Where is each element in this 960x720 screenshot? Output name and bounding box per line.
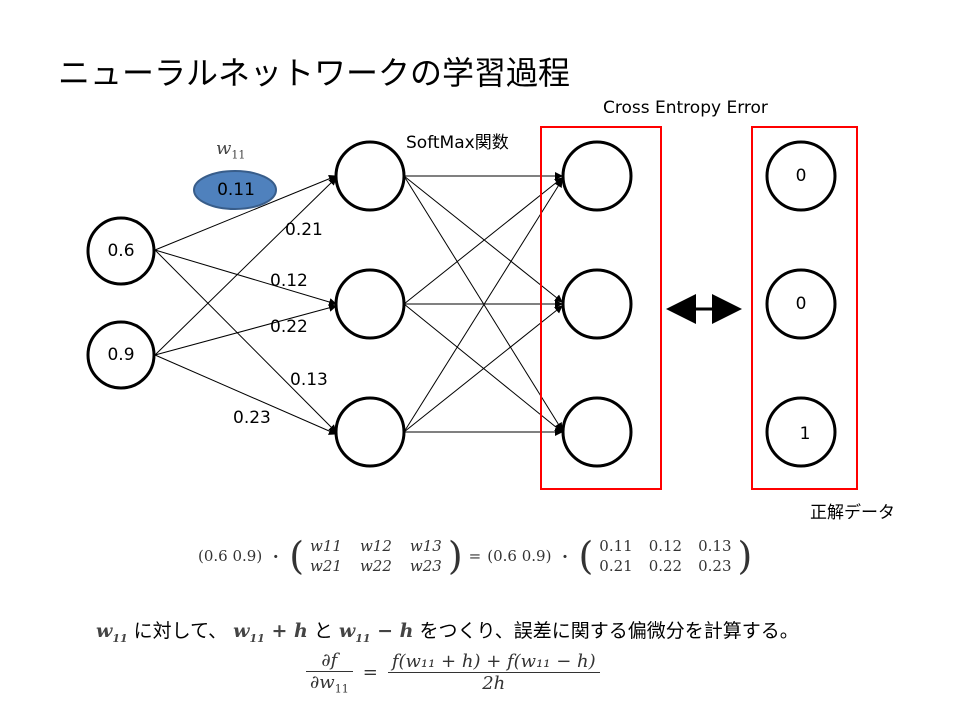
w11-symbol: w11 [216, 138, 246, 162]
edge-w13 [154, 249, 337, 433]
sentence-part-2: をつくり、誤差に関する偏微分を計算する。 [419, 620, 799, 642]
target-value-2: 0 [795, 294, 807, 314]
weight-w22: 0.22 [270, 317, 308, 337]
hidden-node-1 [334, 140, 406, 212]
derivative-rhs: f(w₁₁ + h) + f(w₁₁ − h) 2h [387, 651, 600, 694]
hidden-output-edges [403, 172, 563, 436]
bottom-sentence: w11 に対して、 w11 + h と w11 − h をつくり、誤差に関する偏… [96, 616, 799, 645]
target-node-3 [765, 396, 837, 468]
output-node-1 [561, 140, 633, 212]
input-node-1 [86, 216, 156, 286]
input-value-1: 0.6 [107, 241, 135, 261]
edge-w22 [154, 303, 337, 356]
correct-data-label: 正解データ [810, 503, 895, 523]
target-node-1 [765, 140, 837, 212]
edge-w12 [154, 249, 337, 306]
w11-highlight [193, 170, 277, 210]
input-value-2: 0.9 [107, 345, 135, 365]
derivative-formula: ∂f ∂w11 = f(w₁₁ + h) + f(w₁₁ − h) 2h [306, 650, 600, 696]
cross-entropy-label: Cross Entropy Error [603, 98, 768, 118]
weight-w12: 0.12 [270, 271, 308, 291]
eq-dot: ・ [268, 547, 284, 566]
edge-w11 [154, 174, 337, 251]
eq-equals: = [468, 547, 482, 565]
weight-w21: 0.21 [285, 220, 323, 240]
output-node-3 [561, 396, 633, 468]
derivative-lhs: ∂f ∂w11 [306, 650, 353, 696]
weight-w11: 0.11 [217, 180, 255, 200]
w11-plus-h: w11 + h [233, 620, 308, 645]
sentence-part-1: に対して、 [133, 620, 228, 642]
w11-minus-h: w11 − h [338, 620, 414, 645]
output-box [540, 126, 662, 490]
eq-right-vector: (0.6 0.9) [487, 547, 552, 565]
target-value-1: 0 [795, 166, 807, 186]
target-node-2 [765, 268, 837, 340]
output-node-2 [561, 268, 633, 340]
target-box [751, 126, 858, 490]
weight-w23: 0.23 [233, 408, 271, 428]
edge-w21 [154, 177, 337, 356]
weight-w13: 0.13 [290, 370, 328, 390]
edge-w23 [154, 354, 337, 435]
hidden-node-3 [334, 396, 406, 468]
sentence-to: と [313, 620, 333, 642]
softmax-label: SoftMax関数 [406, 133, 509, 153]
input-node-2 [86, 320, 156, 390]
eq-left-vector: (0.6 0.9) [198, 547, 263, 565]
input-hidden-edges [154, 174, 337, 435]
w11-ref-1: w11 [96, 620, 128, 645]
target-value-3: 1 [799, 424, 811, 444]
hidden-node-2 [334, 268, 406, 340]
slide-title: ニューラルネットワークの学習過程 [58, 54, 571, 92]
